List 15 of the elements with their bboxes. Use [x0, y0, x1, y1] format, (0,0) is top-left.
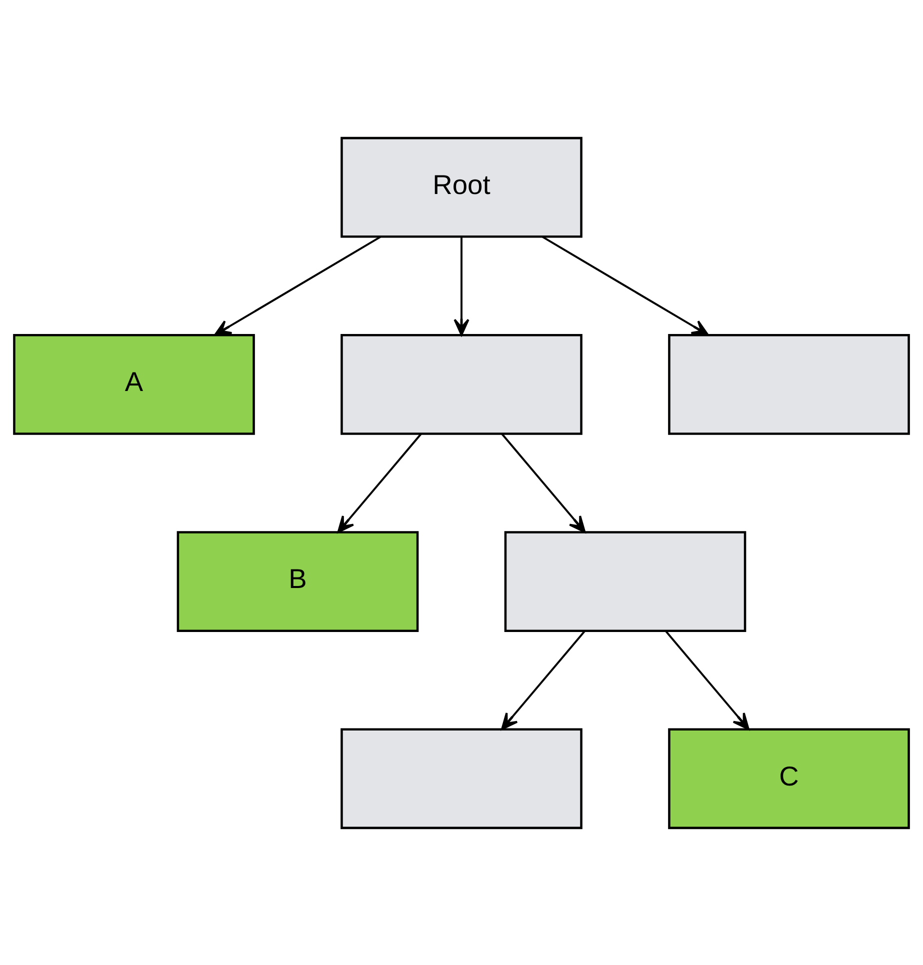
node-box: C — [668, 728, 910, 829]
arrow — [542, 235, 709, 336]
arrow — [337, 432, 422, 532]
node-box — [340, 334, 582, 434]
arrow — [501, 630, 586, 730]
arrow — [454, 236, 470, 336]
node-box: A — [13, 334, 255, 434]
arrow — [501, 432, 586, 532]
node-box — [668, 334, 910, 434]
node-box — [340, 728, 582, 829]
node-box: Root — [340, 136, 582, 238]
node-box: B — [176, 530, 419, 632]
arrow — [664, 630, 750, 730]
arrow — [214, 235, 382, 336]
node-box — [504, 530, 746, 632]
